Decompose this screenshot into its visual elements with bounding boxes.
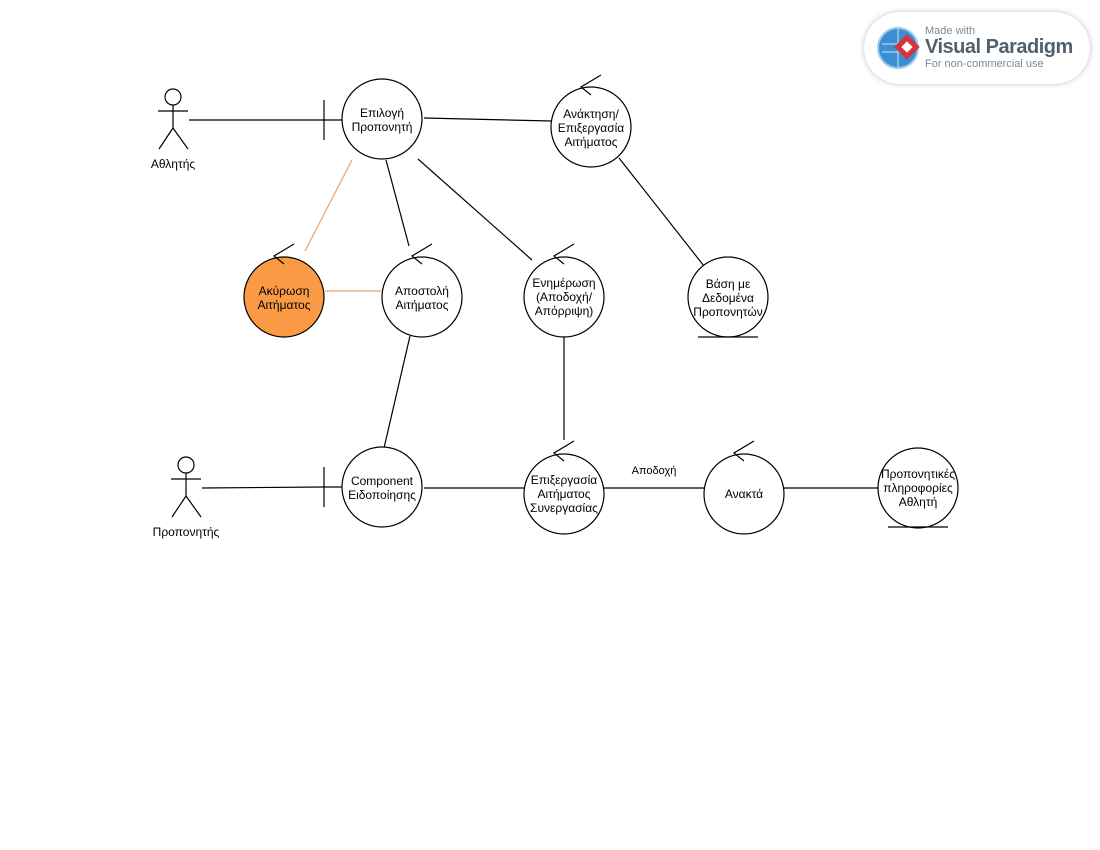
edge-select-coach-cancel [304, 159, 353, 252]
actor-leg-left [158, 127, 174, 150]
connectors [189, 117, 879, 489]
control-retrieve-process[interactable]: Ανάκτηση/ Επιξεργασία Αιτήματος [550, 74, 632, 168]
control-arrow [272, 243, 295, 265]
entity-coach-db[interactable]: Βάση με Δεδομένα Προπονητών [687, 256, 769, 338]
boundary-notification-line-1: Component [351, 474, 414, 488]
actor-coach-label: Προπονητής [153, 525, 220, 539]
entity-circle [877, 447, 959, 529]
control-retrievable-label: Ανακτά [725, 487, 763, 501]
entity-training-info-line-2: πληροφορίες [883, 481, 953, 495]
control-update[interactable]: Ενημέρωση (Αποδοχή/ Απόρριψη) [523, 243, 605, 338]
control-circle [381, 256, 463, 338]
boundary-notification[interactable]: Component Ειδοποίησης [323, 446, 423, 528]
boundary-circle [341, 78, 423, 160]
control-retrieve-process-line-2: Επιξεργασία [558, 121, 625, 135]
control-process-cooperation-line-3: Συνεργασίας [530, 501, 598, 515]
entity-coach-db-line-1: Βάση με [706, 277, 751, 291]
edge-coach-notification [201, 486, 325, 489]
watermark-note: For non-commercial use [925, 58, 1044, 70]
boundary-select-coach-line-1: Επιλογή [360, 106, 404, 120]
control-send-request-line-1: Αποστολή [395, 284, 449, 298]
edge-label-accept: Αποδοχή [632, 465, 677, 477]
actor-leg-right [185, 495, 202, 518]
control-update-line-3: Απόρριψη) [535, 304, 594, 318]
control-retrieve-process-line-3: Αιτήματος [565, 135, 618, 149]
entity-coach-db-line-3: Προπονητών [693, 305, 762, 319]
boundary-select-coach[interactable]: Επιλογή Προπονητή [323, 78, 423, 160]
actor-leg-right [172, 127, 189, 150]
entity-training-info-line-1: Προπονητικές [881, 467, 955, 481]
edge-send-notification [383, 335, 411, 449]
control-process-cooperation-line-2: Αιτήματος [538, 487, 591, 501]
actor-head [177, 456, 195, 474]
boundary-select-coach-line-2: Προπονητή [352, 120, 413, 134]
entity-training-info[interactable]: Προπονητικές πληροφορίες Αθλητή [877, 447, 959, 529]
control-arrow [552, 440, 575, 462]
control-circle [550, 86, 632, 168]
entity-training-info-line-3: Αθλητή [899, 495, 938, 509]
actor-coach[interactable] [171, 456, 202, 518]
control-retrieve-process-line-1: Ανάκτηση/ [563, 107, 619, 121]
control-process-cooperation-line-1: Επιξεργασία [531, 473, 598, 487]
boundary-circle [341, 446, 423, 528]
control-arrow [552, 243, 575, 265]
control-update-line-2: (Αποδοχή/ [536, 290, 593, 304]
edge-select-coach-update [417, 158, 533, 261]
control-arrow [579, 74, 602, 96]
watermark-brand: Visual Paradigm [925, 36, 1073, 58]
control-cancel-request[interactable]: Ακύρωση Αιτήματος [243, 243, 325, 338]
actor-head [164, 88, 182, 106]
highlight-connectors [304, 159, 381, 292]
edge-select-coach-retrieve [423, 117, 552, 122]
edge-select-coach-send [385, 159, 410, 247]
watermark-made-with: Made with [925, 25, 976, 37]
boundary-notification-line-2: Ειδοποίησης [348, 488, 416, 502]
control-update-line-1: Ενημέρωση [532, 276, 595, 290]
actor-leg-left [171, 495, 187, 518]
control-cancel-request-line-2: Αιτήματος [258, 298, 311, 312]
control-circle [523, 256, 605, 338]
actor-athlete-label: Αθλητής [151, 157, 196, 171]
edge-retrieve-coach-db [618, 157, 705, 267]
control-arrow [732, 440, 755, 462]
control-cancel-request-line-1: Ακύρωση [259, 284, 310, 298]
control-process-cooperation[interactable]: Επιξεργασία Αιτήματος Συνεργασίας [523, 440, 605, 535]
visual-paradigm-logo-icon [877, 27, 920, 69]
control-arrow [410, 243, 433, 265]
entity-coach-db-line-2: Δεδομένα [702, 291, 754, 305]
control-circle [523, 453, 605, 535]
control-circle [703, 453, 785, 535]
control-send-request-line-2: Αιτήματος [396, 298, 449, 312]
control-circle [243, 256, 325, 338]
control-send-request[interactable]: Αποστολή Αιτήματος [381, 243, 463, 338]
visual-paradigm-watermark: Made with Visual Paradigm For non-commer… [864, 12, 1090, 84]
actor-athlete[interactable] [158, 88, 189, 150]
control-retrievable[interactable]: Ανακτά [703, 440, 785, 535]
